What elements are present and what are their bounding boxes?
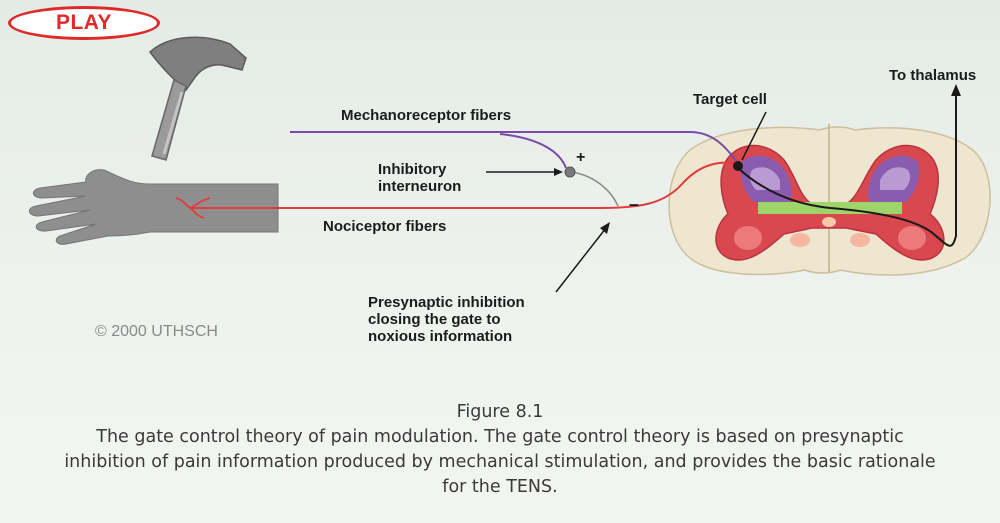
mechanoreceptor-fiber: [290, 131, 739, 165]
to-thalamus-label: To thalamus: [889, 67, 977, 84]
nociceptor-fiber: [190, 161, 739, 209]
presynaptic-label-line2: closing the gate to: [368, 311, 501, 328]
spinal-cord-section: [668, 124, 991, 276]
arm-icon: [29, 169, 279, 245]
inhibitory-interneuron-axon: [571, 171, 619, 207]
figure-number: Figure 8.1: [456, 402, 544, 422]
presynaptic-label-line1: Presynaptic inhibition: [368, 294, 525, 311]
thalamus-arrow-icon: [951, 84, 961, 96]
presynaptic-label-line3: noxious information: [368, 328, 513, 345]
play-button[interactable]: PLAY: [8, 6, 160, 40]
caption-line-3: for the TENS.: [442, 477, 558, 497]
copyright-text: © 2000 UTHSCH: [95, 323, 218, 340]
gate-control-diagram: [29, 36, 991, 293]
mechanoreceptor-collateral: [499, 133, 567, 169]
mechanoreceptor-label: Mechanoreceptor fibers: [341, 107, 512, 124]
target-cell-pointer-line: [741, 111, 767, 161]
plus-sign: +: [576, 149, 586, 166]
ascending-tract: [737, 92, 957, 247]
nociceptor-label: Nociceptor fibers: [323, 218, 447, 235]
minus-sign: –: [629, 194, 640, 214]
figure-caption: Figure 8.1 The gate control theory of pa…: [0, 400, 1000, 500]
caption-line-2: inhibition of pain information produced …: [64, 452, 936, 472]
inhibitory-label-line1: Inhibitory: [378, 161, 447, 178]
presynaptic-pointer-arrow-icon: [600, 222, 610, 234]
caption-line-1: The gate control theory of pain modulati…: [96, 427, 904, 447]
presynaptic-pointer-line: [555, 227, 607, 293]
target-cell-body: [733, 161, 743, 171]
nociceptor-ending: [175, 197, 211, 219]
inhibitory-interneuron-body: [564, 166, 576, 178]
target-cell-label: Target cell: [693, 91, 767, 108]
inhibitory-pointer-arrow-icon: [554, 168, 563, 176]
hammer-icon: [148, 36, 247, 161]
inhibitory-label-line2: interneuron: [378, 178, 462, 195]
